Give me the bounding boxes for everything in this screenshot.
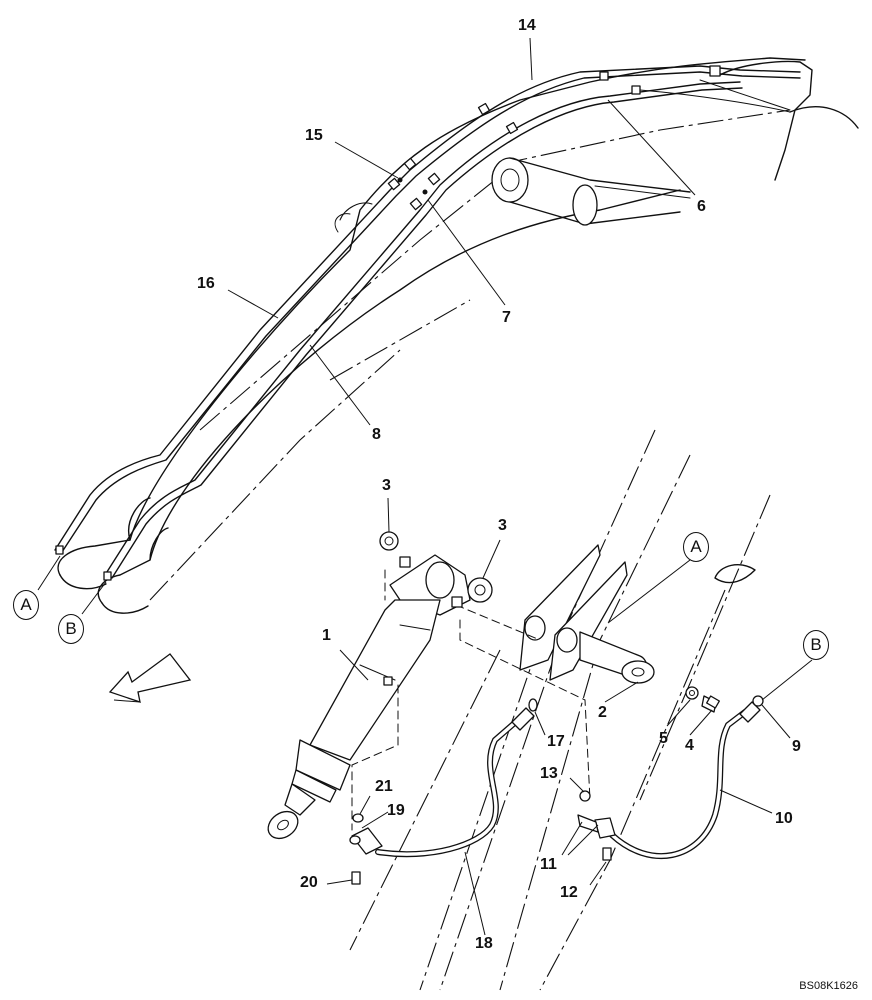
label-part-6: 6 (697, 198, 706, 215)
leader-lines (37, 37, 813, 936)
label-part-20: 20 (300, 874, 318, 891)
label-part-19: 19 (387, 802, 405, 819)
label-part-17: 17 (547, 733, 565, 750)
boom-outline (57, 57, 859, 614)
label-part-12: 12 (560, 884, 578, 901)
label-part-10: 10 (775, 810, 793, 827)
callout-a-lower: A (683, 532, 709, 562)
label-part-4: 4 (685, 737, 694, 754)
label-part-1: 1 (322, 627, 331, 644)
label-part-3-right: 3 (498, 517, 507, 534)
pipe-lines (54, 65, 801, 581)
label-part-3-left: 3 (382, 477, 391, 494)
drawing-reference-code: BS08K1626 (799, 980, 858, 992)
arm-outline (349, 429, 771, 991)
front-direction-arrow-icon (108, 653, 192, 703)
label-part-2: 2 (598, 704, 607, 721)
label-part-9: 9 (792, 738, 801, 755)
cylinder (267, 531, 493, 840)
label-part-8: 8 (372, 426, 381, 443)
label-part-13: 13 (540, 765, 558, 782)
label-part-5: 5 (659, 730, 668, 747)
label-part-14: 14 (518, 17, 536, 34)
hoses (349, 695, 764, 885)
callout-a-upper: A (13, 590, 39, 620)
label-part-18: 18 (475, 935, 493, 952)
label-part-21: 21 (375, 778, 393, 795)
label-part-15: 15 (305, 127, 323, 144)
label-part-7: 7 (502, 309, 511, 326)
callout-b-lower: B (803, 630, 829, 660)
label-part-16: 16 (197, 275, 215, 292)
callout-b-upper: B (58, 614, 84, 644)
label-part-11: 11 (540, 856, 557, 873)
